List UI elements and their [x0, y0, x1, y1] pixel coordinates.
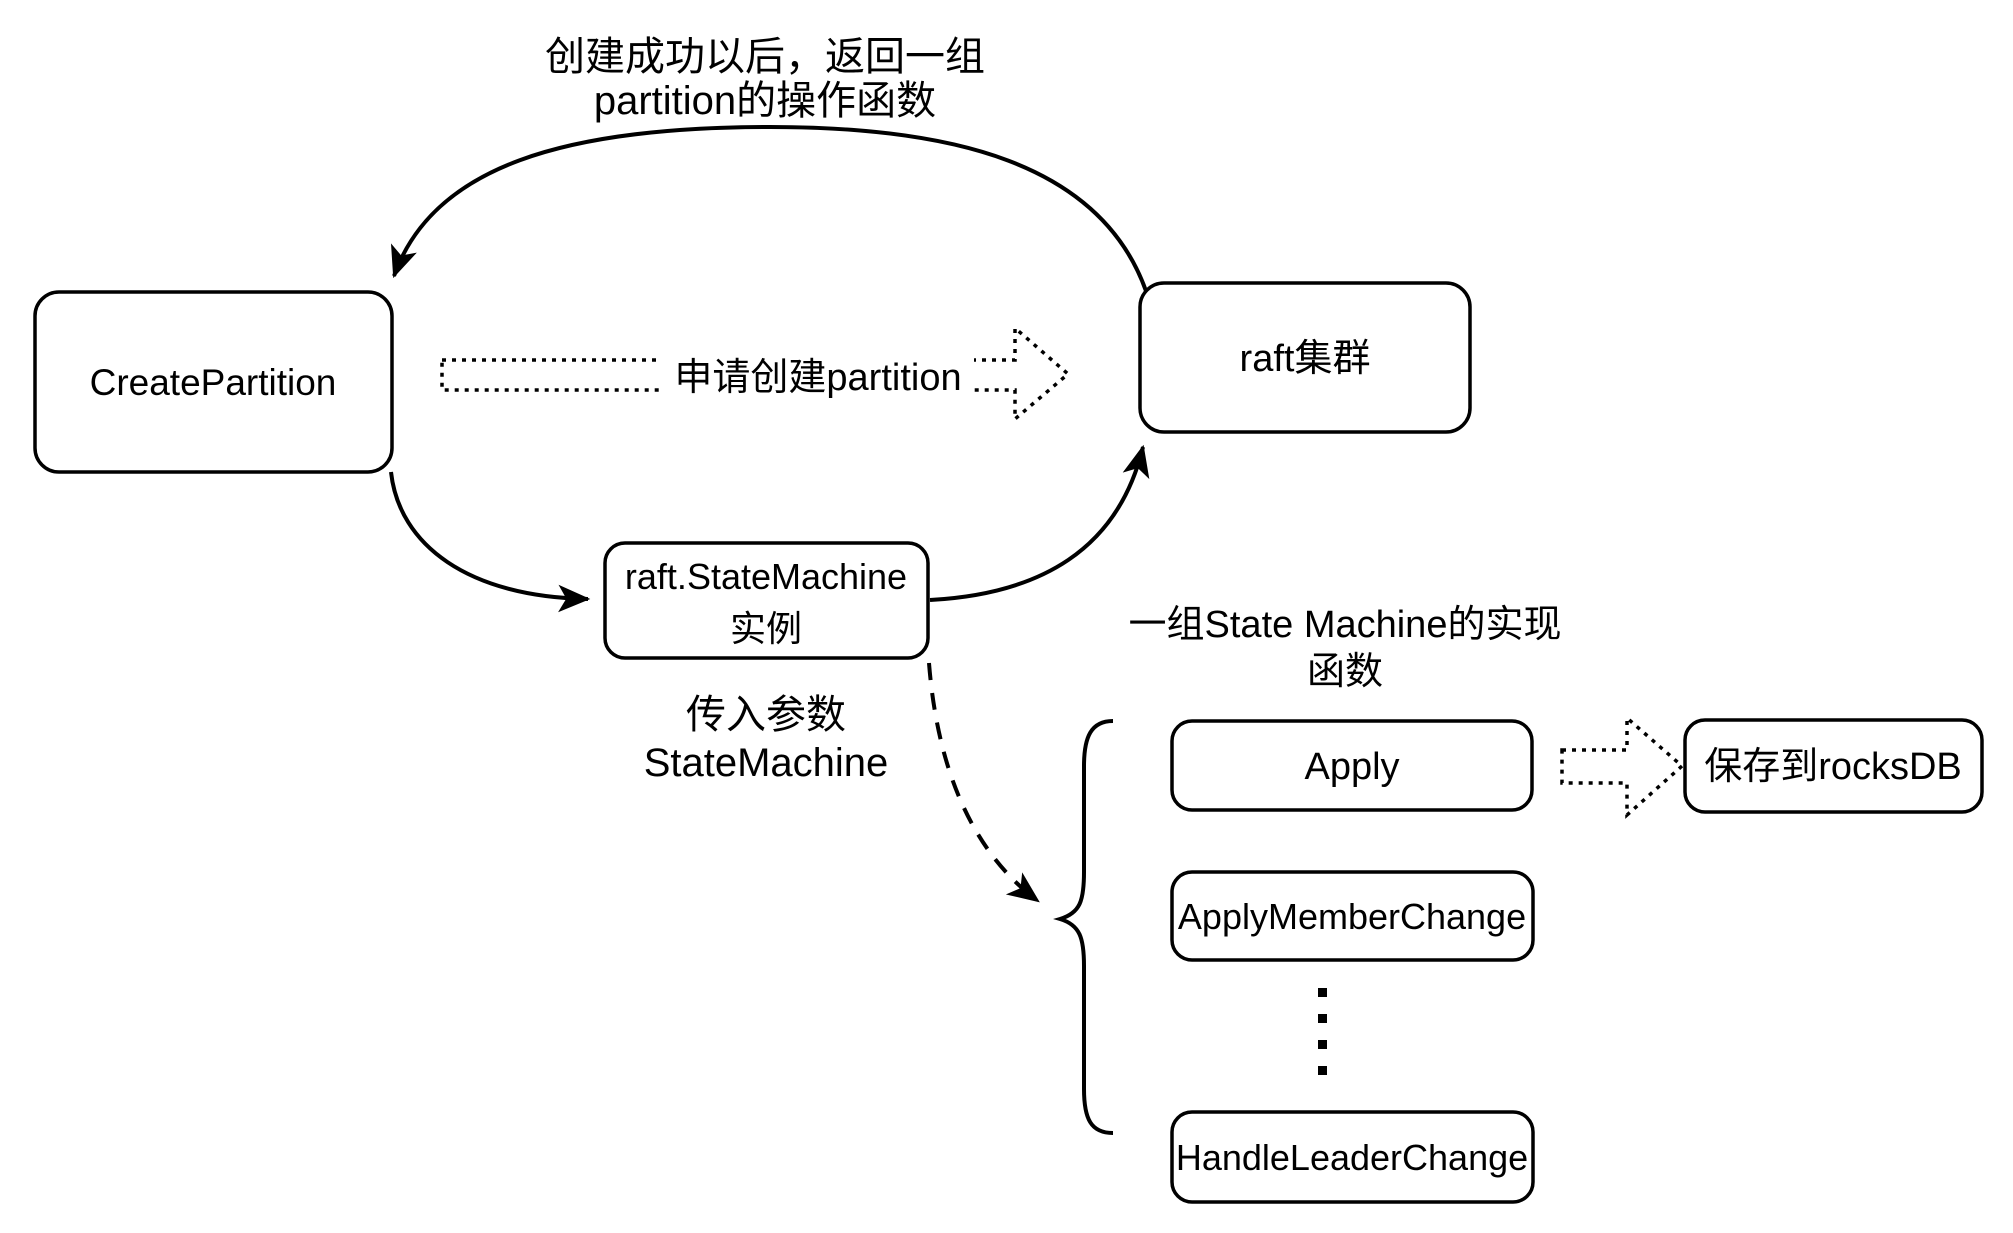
raft-cluster-box [1138, 281, 1472, 434]
ellipsis-dot [1318, 1066, 1327, 1075]
apply-member-change-label: ApplyMemberChange [1178, 896, 1526, 937]
request-create-label: 申请创建partition [674, 357, 961, 399]
return-note-line2: partition的操作函数 [594, 79, 936, 123]
apply-to-rocksdb-arrow [1560, 714, 1685, 819]
statemachine-to-functions-dashed-arrow [927, 662, 1040, 903]
pass-param-note-line2: StateMachine [644, 741, 889, 785]
handle-leader-change-box [1170, 1110, 1535, 1204]
impl-note-line2: 函数 [1307, 651, 1383, 693]
request-create-partition-arrow [440, 324, 1071, 423]
create-partition-box [33, 290, 394, 474]
apply-box [1170, 719, 1534, 812]
functions-group-brace [1053, 719, 1114, 1135]
ellipsis-dot [1318, 1014, 1327, 1023]
raft-cluster-label: raft集群 [1240, 338, 1371, 380]
create-to-statemachine-arrow [389, 471, 591, 613]
return-arc-arrow [391, 124, 1148, 292]
apply-label: Apply [1304, 746, 1399, 788]
request-create-label-bg [662, 351, 974, 398]
vertical-ellipsis-icon [1318, 988, 1327, 1075]
save-rocksdb-box [1683, 718, 1984, 814]
ellipsis-dot [1318, 988, 1327, 997]
return-note-line1: 创建成功以后，返回一组 [545, 35, 985, 79]
impl-note-line1: 一组State Machine的实现 [1129, 604, 1562, 646]
pass-param-note-line1: 传入参数 [686, 693, 846, 737]
handle-leader-change-label: HandleLeaderChange [1176, 1137, 1528, 1178]
statemachine-instance-label-line1: raft.StateMachine [625, 556, 907, 597]
create-partition-label: CreatePartition [90, 362, 337, 403]
statemachine-instance-box [603, 541, 930, 660]
save-rocksdb-label: 保存到rocksDB [1704, 746, 1962, 788]
statemachine-instance-label-line2: 实例 [730, 608, 802, 649]
statemachine-to-cluster-arrow [929, 444, 1150, 602]
ellipsis-dot [1318, 1040, 1327, 1049]
apply-member-change-box [1170, 870, 1535, 962]
